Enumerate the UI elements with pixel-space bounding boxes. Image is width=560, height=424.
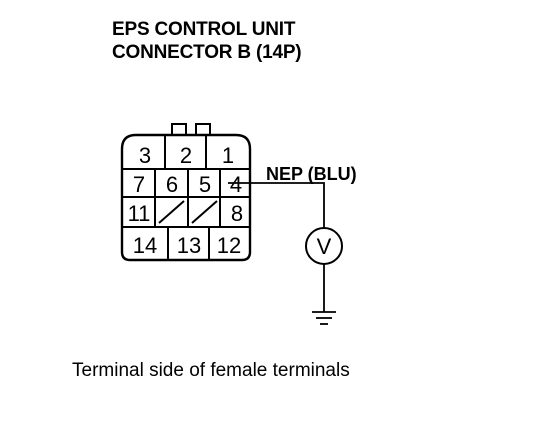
terminal-12-label: 12 [217, 233, 241, 258]
ground-icon [312, 311, 336, 325]
terminal-4-label: 4 [230, 172, 242, 197]
terminal-2-label: 2 [180, 143, 192, 168]
terminal-3-label: 3 [139, 143, 151, 168]
voltmeter-symbol: V [317, 234, 332, 259]
diagram-caption: Terminal side of female terminals [72, 360, 350, 381]
wire-label: NEP (BLU) [266, 164, 357, 184]
unused-cavity-marks [158, 200, 218, 224]
connector-lock-tabs [171, 123, 211, 135]
probe-wire [228, 182, 325, 228]
diagram-title: EPS CONTROL UNIT CONNECTOR B (14P) [112, 18, 302, 64]
voltmeter-icon: V [305, 227, 343, 265]
terminal-6-label: 6 [166, 172, 178, 197]
terminal-5-label: 5 [199, 172, 211, 197]
terminal-14-label: 14 [133, 233, 157, 258]
terminal-1-label: 1 [222, 143, 234, 168]
terminal-11-label: 11 [128, 201, 151, 226]
terminal-7-label: 7 [133, 172, 145, 197]
connector-grid [122, 135, 250, 260]
title-line-2: CONNECTOR B (14P) [112, 42, 302, 63]
terminal-13-label: 13 [177, 233, 201, 258]
title-line-1: EPS CONTROL UNIT [112, 19, 296, 40]
terminal-8-label: 8 [231, 201, 243, 226]
